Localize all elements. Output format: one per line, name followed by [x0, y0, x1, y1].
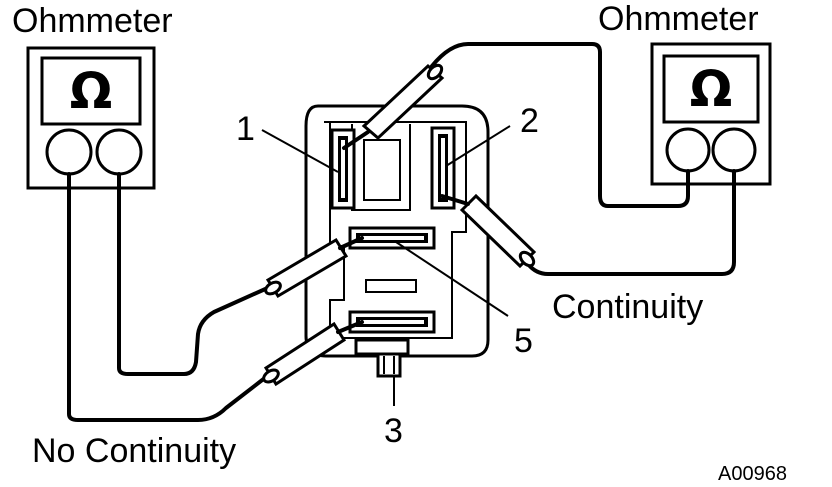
relay-center-slot [365, 279, 417, 293]
test-probe-icon [264, 236, 364, 299]
test-probe-icon [440, 193, 537, 269]
terminal-1-label: 1 [236, 110, 255, 148]
test-probe-icon [262, 320, 364, 387]
leader-line-1 [261, 129, 339, 173]
left-meter-jack-a [45, 128, 93, 176]
figure-code: A00968 [718, 463, 787, 485]
wire-left-meter-to-terminal-5 [67, 172, 272, 422]
relay-icon [304, 104, 490, 378]
terminal-3-label: 3 [384, 412, 403, 450]
wire-right-meter-to-terminal-1 [430, 42, 690, 208]
left-ohmmeter-icon: Ω [26, 46, 156, 190]
test-probe-icon [342, 63, 445, 150]
right-meter-jack-a [665, 127, 711, 173]
terminal-2-label: 2 [520, 102, 539, 140]
no-continuity-label: No Continuity [32, 432, 236, 470]
continuity-label: Continuity [552, 288, 703, 326]
left-ohmmeter-title: Ohmmeter [12, 2, 173, 40]
left-meter-jack-b [95, 128, 143, 176]
right-ohmmeter-title: Ohmmeter [598, 0, 759, 38]
wire-left-meter-to-lower-terminal [117, 172, 274, 376]
terminal-3-stud [376, 352, 402, 378]
leader-line-2 [445, 125, 511, 167]
wire-right-meter-to-terminal-2 [526, 169, 736, 276]
right-ohmmeter-icon: Ω [650, 42, 772, 186]
left-ohm-symbol: Ω [70, 62, 113, 120]
right-ohm-symbol: Ω [690, 60, 733, 118]
leader-line-5 [395, 241, 509, 317]
right-meter-jack-b [711, 127, 757, 173]
terminal-5-label: 5 [514, 322, 533, 360]
